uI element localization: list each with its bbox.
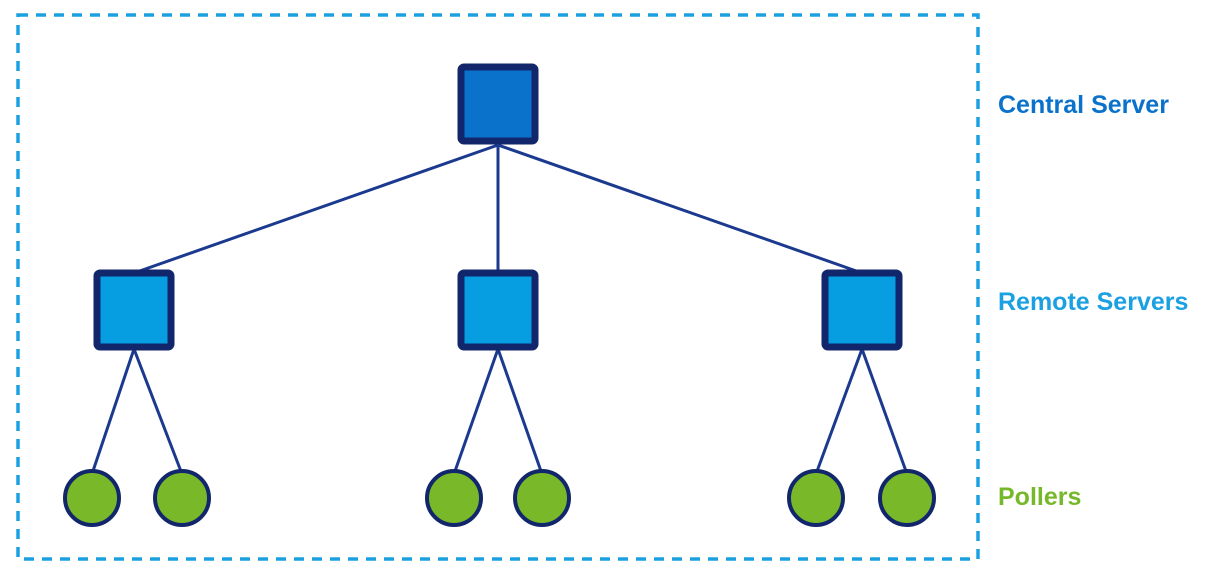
remote-servers-label: Remote Servers xyxy=(998,288,1189,316)
poller-node-1 xyxy=(63,469,121,527)
edge-central-to-remote-1 xyxy=(133,143,499,275)
edge-remote-1-to-poller-2 xyxy=(132,348,184,475)
poller-node-4 xyxy=(513,469,571,527)
edge-remote-3-to-poller-5 xyxy=(814,348,864,475)
remote-server-node-3 xyxy=(821,269,903,351)
edge-central-to-remote-3 xyxy=(497,143,863,275)
poller-node-3 xyxy=(425,469,483,527)
dashed-boundary xyxy=(16,13,980,561)
central-server-label: Central Server xyxy=(998,91,1169,119)
edge-remote-1-to-poller-1 xyxy=(90,348,136,475)
edge-remote-3-to-poller-6 xyxy=(860,348,909,475)
edge-remote-2-to-poller-3 xyxy=(452,348,500,475)
central-server-node xyxy=(457,63,539,145)
poller-node-2 xyxy=(153,469,211,527)
poller-node-6 xyxy=(878,469,936,527)
pollers-label: Pollers xyxy=(998,483,1082,511)
edge-remote-2-to-poller-4 xyxy=(496,348,544,475)
remote-server-node-2 xyxy=(457,269,539,351)
connection-lines xyxy=(90,143,909,475)
poller-node-5 xyxy=(787,469,845,527)
remote-server-node-1 xyxy=(93,269,175,351)
